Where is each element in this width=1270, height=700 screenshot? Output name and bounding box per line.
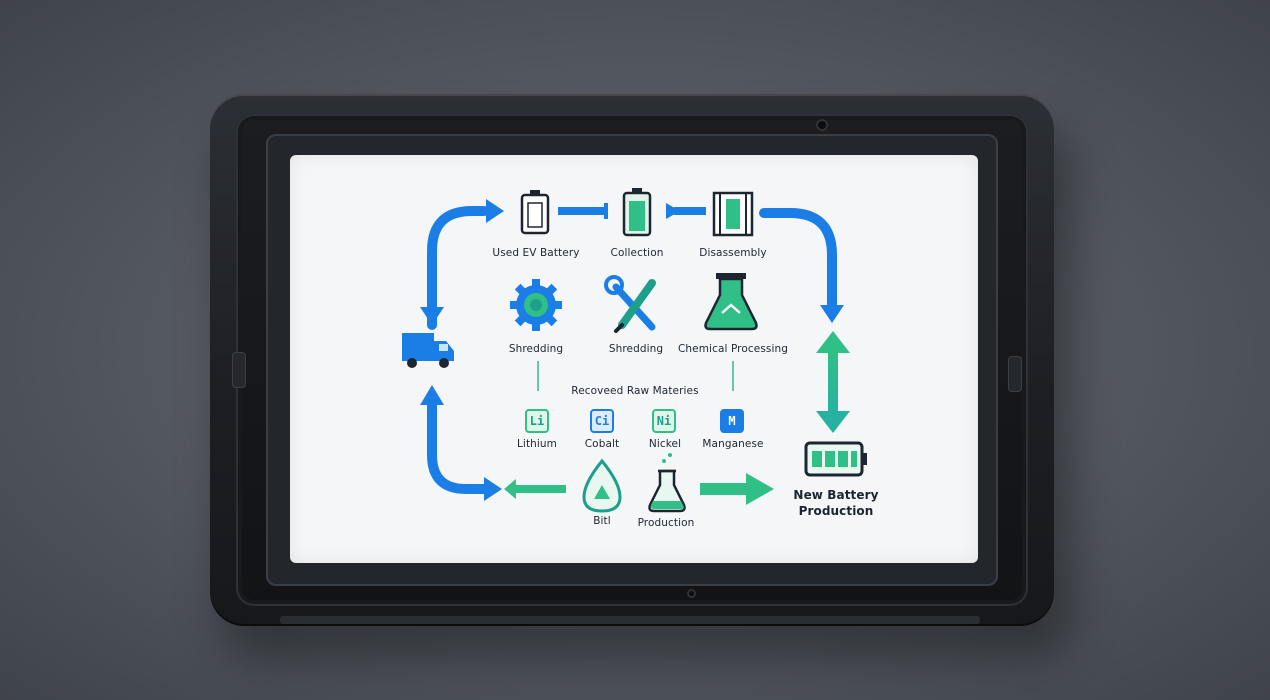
label-new-battery-production: New Battery Production [793,488,879,518]
arrow-loop-bottom-left [420,385,502,501]
label-used-ev-battery: Used EV Battery [492,247,580,259]
flask-icon [704,273,758,331]
wall-tablet: Used EV Battery Collection Disassembly S… [210,94,1054,626]
beaker-icon [648,453,686,513]
battery-icon [520,190,550,235]
gear-icon [510,279,562,331]
label-nickel: Nickel [648,438,682,450]
recycling-flow-diagram [402,188,867,513]
bottom-rail [280,616,980,624]
arrow-collection-to-disassembly [666,203,706,219]
label-shredding-gear: Shredding [508,343,564,355]
element-cobalt-icon: Ci [590,409,614,433]
label-chemical-processing: Chemical Processing [677,343,789,355]
label-cobalt: Cobalt [584,438,620,450]
label-recovered-raw-materials: Recoveed Raw Materies [571,385,699,397]
element-lithium-icon: Li [525,409,549,433]
side-button-left[interactable] [232,352,246,388]
sensor-dot [689,591,694,596]
arrow-bidirectional-right [816,331,850,433]
label-collection: Collection [610,247,664,259]
cabinet-icon [712,191,754,237]
droplet-icon [582,458,622,513]
element-manganese-icon: M [720,409,744,433]
arrow-loop-top-right [759,208,844,323]
truck-icon [402,333,454,368]
label-shredding-tools: Shredding [608,343,664,355]
arrow-bottom-green-right [700,473,774,505]
arrow-bottom-green-left [504,479,566,499]
label-lithium: Lithium [516,438,558,450]
battery-charged-icon [622,188,652,237]
label-production: Production [637,517,695,529]
screen: Used EV Battery Collection Disassembly S… [290,155,978,563]
label-disassembly: Disassembly [699,247,767,259]
element-nickel-icon: Ni [652,409,676,433]
label-manganese: Manganese [702,438,764,450]
camera-icon [818,121,826,129]
arrow-battery-to-collection [558,203,608,219]
wrench-screwdriver-icon [604,275,656,333]
arrow-loop-top-left [420,199,504,330]
new-battery-icon [804,441,867,477]
label-bitl: Bitl [593,515,611,527]
side-button-right[interactable] [1008,356,1022,392]
